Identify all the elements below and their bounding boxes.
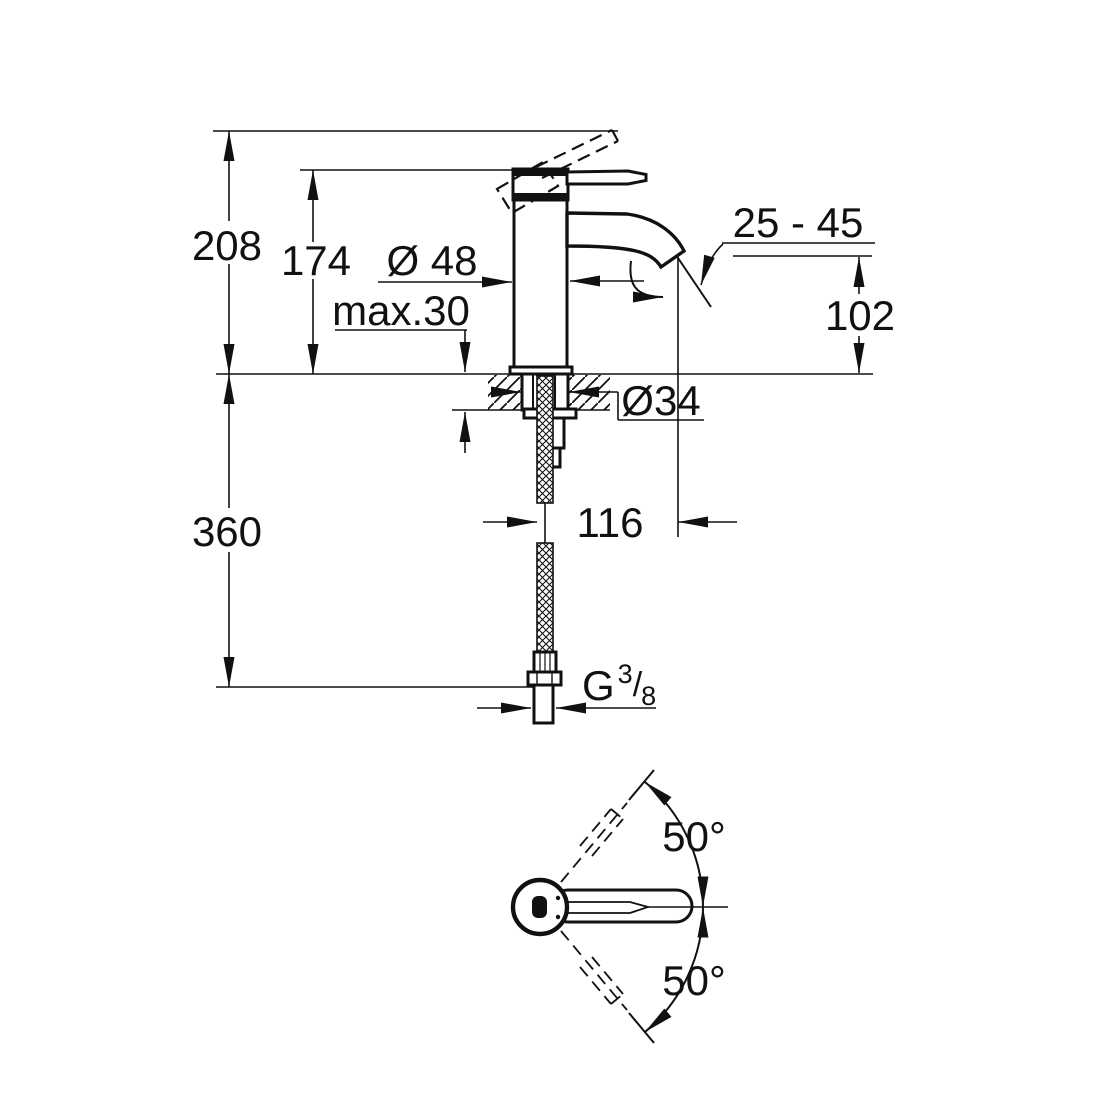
swing-lower-tip [610, 993, 624, 1005]
thread-pipe [532, 683, 555, 725]
spout [565, 211, 687, 270]
swing-upper-edge-b [579, 808, 612, 847]
flex-hose [526, 375, 563, 725]
spout-angle-label: 25 - 45 [733, 199, 864, 246]
label-mask [284, 242, 346, 279]
overall-height-label: 208 [192, 222, 262, 269]
faucet-front-view [495, 129, 687, 376]
lever-raised-dashed-tip [611, 129, 619, 142]
spout-reach-label: 116 [577, 499, 644, 546]
swing-upper-centerline [560, 802, 628, 883]
hose-braid-lower [536, 542, 554, 653]
swing-upper-edge-a [591, 818, 624, 857]
shank-diameter-label: Ø34 [621, 377, 700, 424]
detail-dot-lower [555, 914, 561, 920]
body-base-flange [508, 365, 574, 376]
spout-swivel-arrow [629, 260, 664, 303]
cap-raised-dashed-outline [495, 160, 560, 215]
cap-top-band [513, 169, 568, 176]
lever-socket-slot [532, 896, 547, 918]
outlet-height-label: 102 [825, 292, 895, 339]
handle-swing-lower-dashed [560, 930, 655, 1044]
swing-lower-edge-a [591, 956, 624, 995]
swing-upper-tip [610, 808, 624, 820]
lower-swing-angle-label: 50° [662, 957, 726, 1004]
swing-lower-edge-b [579, 966, 612, 1005]
lever-raised-dashed-bottom [541, 140, 619, 179]
label-mask [825, 294, 895, 336]
handle-plan-outline [550, 888, 694, 924]
hose-hex-nut [526, 670, 563, 687]
body-diameter-label: Ø 48 [386, 237, 477, 284]
detail-dot-upper [555, 895, 561, 901]
deck-thickness-label: max.30 [332, 287, 470, 334]
swing-upper-leg [628, 769, 655, 801]
swing-arc-lower [644, 907, 709, 1033]
plan-view: 50° 50° [510, 769, 728, 1044]
lever-handle [565, 169, 648, 186]
swing-lower-centerline [560, 930, 628, 1011]
upper-swing-angle-label: 50° [662, 813, 726, 860]
lever-raised-position-dashed [495, 129, 619, 215]
swing-arc-upper [644, 781, 709, 907]
spout-angle-leader [700, 243, 724, 286]
outlet-axis-line [675, 254, 712, 308]
lever-raised-dashed-top [535, 129, 613, 168]
body-height-label: 174 [281, 237, 351, 284]
swing-lower-leg [628, 1012, 655, 1044]
deck-section [452, 372, 610, 469]
handle-swing-upper-dashed [560, 769, 655, 883]
hose-braid-upper [536, 375, 554, 504]
label-mask [192, 508, 262, 552]
dimensions-front: 208 174 360 102 Ø 48 max.30 25 - 45 Ø34 … [192, 131, 895, 714]
hose-length-label: 360 [192, 508, 262, 555]
label-mask [193, 221, 261, 264]
